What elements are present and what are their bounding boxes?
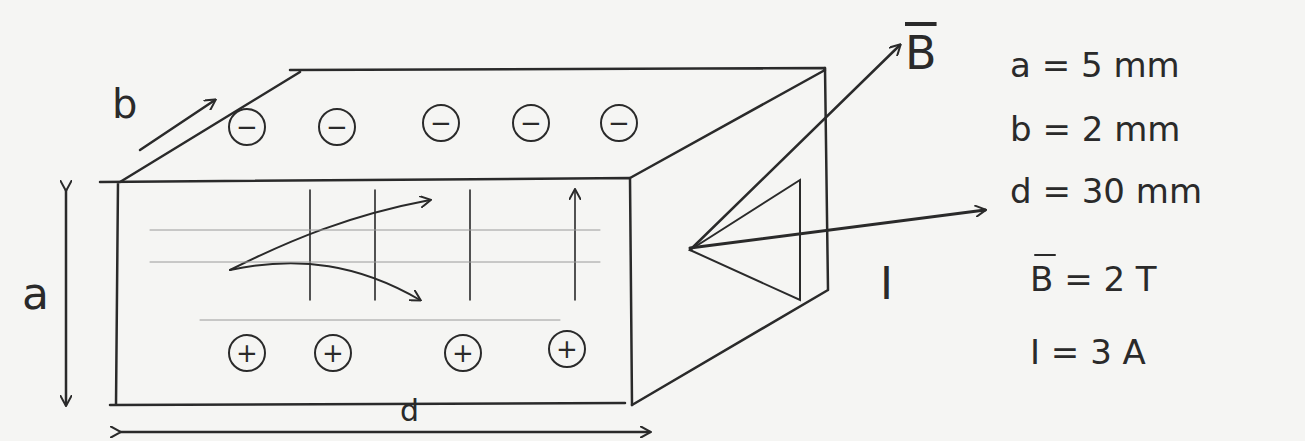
charge-sign: − bbox=[318, 108, 356, 146]
charge-sign: + bbox=[548, 330, 586, 368]
charge-sign: + bbox=[228, 334, 266, 372]
charge-sign: + bbox=[444, 334, 482, 372]
given-value: I = 3 A bbox=[1030, 335, 1146, 369]
dimension-label: d bbox=[400, 396, 419, 426]
given-value: d = 30 mm bbox=[1010, 174, 1202, 208]
side-label: b bbox=[112, 84, 137, 124]
vector-label: B bbox=[905, 30, 937, 76]
given-value: b = 2 mm bbox=[1010, 112, 1180, 146]
given-value: a = 5 mm bbox=[1010, 48, 1180, 82]
charge-sign: − bbox=[228, 108, 266, 146]
charge-sign: − bbox=[422, 104, 460, 142]
charge-sign: − bbox=[512, 104, 550, 142]
dimension-label: a bbox=[22, 272, 49, 316]
charge-sign: + bbox=[314, 334, 352, 372]
charge-sign: − bbox=[600, 104, 638, 142]
given-value: B = 2 T bbox=[1030, 262, 1157, 296]
current-label: I bbox=[880, 262, 893, 306]
